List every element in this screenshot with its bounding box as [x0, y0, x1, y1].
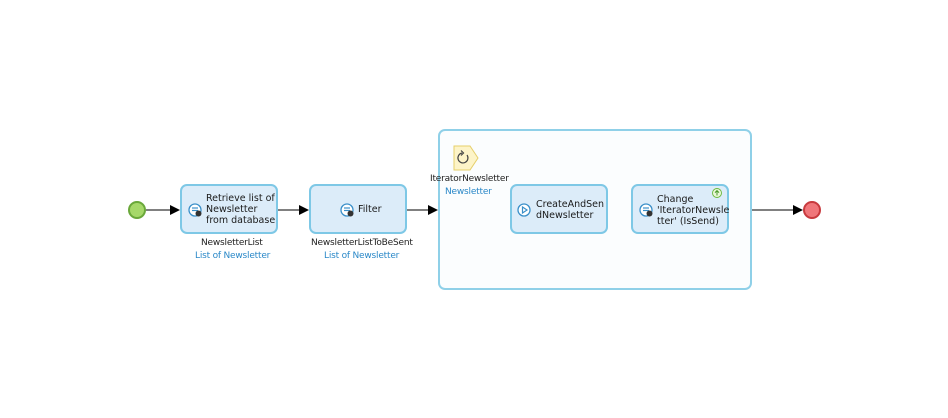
retrieve-activity[interactable]: Retrieve list of Newsletter from databas… — [180, 184, 278, 234]
retrieve-icon — [188, 203, 202, 217]
retrieve-output-type[interactable]: List of Newsletter — [195, 251, 271, 261]
create-and-send-label: CreateAndSen dNewsletter — [536, 199, 605, 221]
retrieve-label: Retrieve list of Newsletter from databas… — [206, 193, 276, 226]
microflow-call-icon — [517, 203, 531, 217]
end-event[interactable] — [803, 201, 821, 219]
commit-up-icon — [712, 188, 722, 198]
change-object-activity[interactable]: Change 'IteratorNewsle tter' (IsSend) — [631, 184, 729, 234]
retrieve-output-name: NewsletterList — [201, 238, 263, 248]
filter-output-name: NewsletterListToBeSent — [311, 238, 413, 248]
loop-iterator-icon[interactable] — [452, 145, 480, 171]
iterator-name: IteratorNewsletter — [430, 174, 509, 184]
change-object-icon — [639, 203, 653, 217]
start-event[interactable] — [128, 201, 146, 219]
create-and-send-activity[interactable]: CreateAndSen dNewsletter — [510, 184, 608, 234]
filter-label: Filter — [358, 204, 382, 215]
filter-activity[interactable]: Filter — [309, 184, 407, 234]
filter-icon — [340, 203, 354, 217]
iterator-type[interactable]: Newsletter — [445, 187, 492, 197]
filter-output-type[interactable]: List of Newsletter — [324, 251, 400, 261]
change-object-label: Change 'IteratorNewsle tter' (IsSend) — [657, 194, 730, 227]
